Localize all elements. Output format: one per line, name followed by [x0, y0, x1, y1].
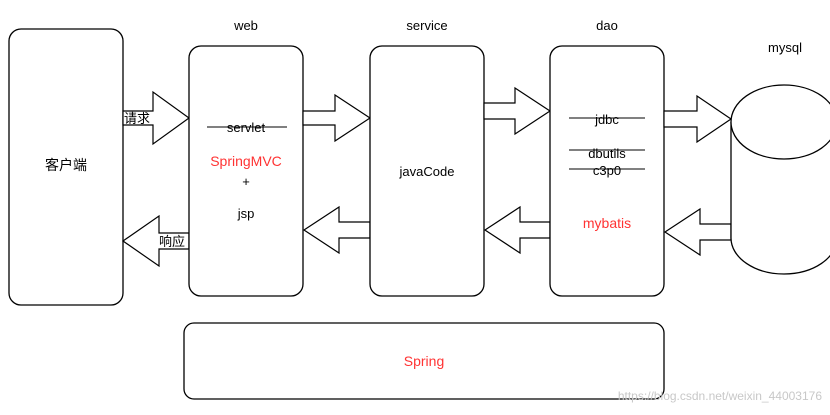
- service-title: service: [406, 18, 447, 33]
- dao-to-mysql-arrow: [663, 94, 733, 144]
- dao-box: [549, 45, 665, 297]
- mysql-cylinder-top: [730, 84, 830, 160]
- dao-jdbc: jdbc: [594, 112, 619, 127]
- spring-label: Spring: [404, 353, 444, 369]
- request-label: 请求: [124, 111, 150, 126]
- service-body: javaCode: [399, 164, 455, 179]
- watermark: https://blog.csdn.net/weixin_44003176: [618, 389, 822, 403]
- dao-title: dao: [596, 18, 618, 33]
- client-label: 客户端: [45, 157, 87, 173]
- spring-box: [183, 322, 665, 400]
- web-box: [188, 45, 304, 297]
- dao-to-service-arrow: [483, 205, 551, 255]
- mysql-to-dao-arrow: [663, 207, 732, 257]
- service-to-web-arrow: [302, 205, 371, 255]
- mysql-title: mysql: [768, 40, 802, 55]
- client-box: [8, 28, 124, 306]
- service-to-dao-arrow: [483, 86, 552, 136]
- response-arrow: [121, 214, 190, 268]
- dao-c3p0: c3p0: [593, 163, 621, 178]
- request-arrow: [122, 90, 191, 146]
- web-plus: +: [242, 174, 250, 189]
- web-to-service-arrow: [302, 93, 372, 143]
- response-label: 响应: [159, 234, 185, 249]
- dao-mybatis: mybatis: [583, 215, 631, 231]
- dao-dbutils: dbutils: [588, 146, 626, 161]
- service-box: [369, 45, 485, 297]
- mysql-cylinder: [730, 122, 830, 275]
- web-springmvc: SpringMVC: [210, 153, 282, 169]
- web-title: web: [233, 18, 258, 33]
- web-jsp: jsp: [237, 206, 255, 221]
